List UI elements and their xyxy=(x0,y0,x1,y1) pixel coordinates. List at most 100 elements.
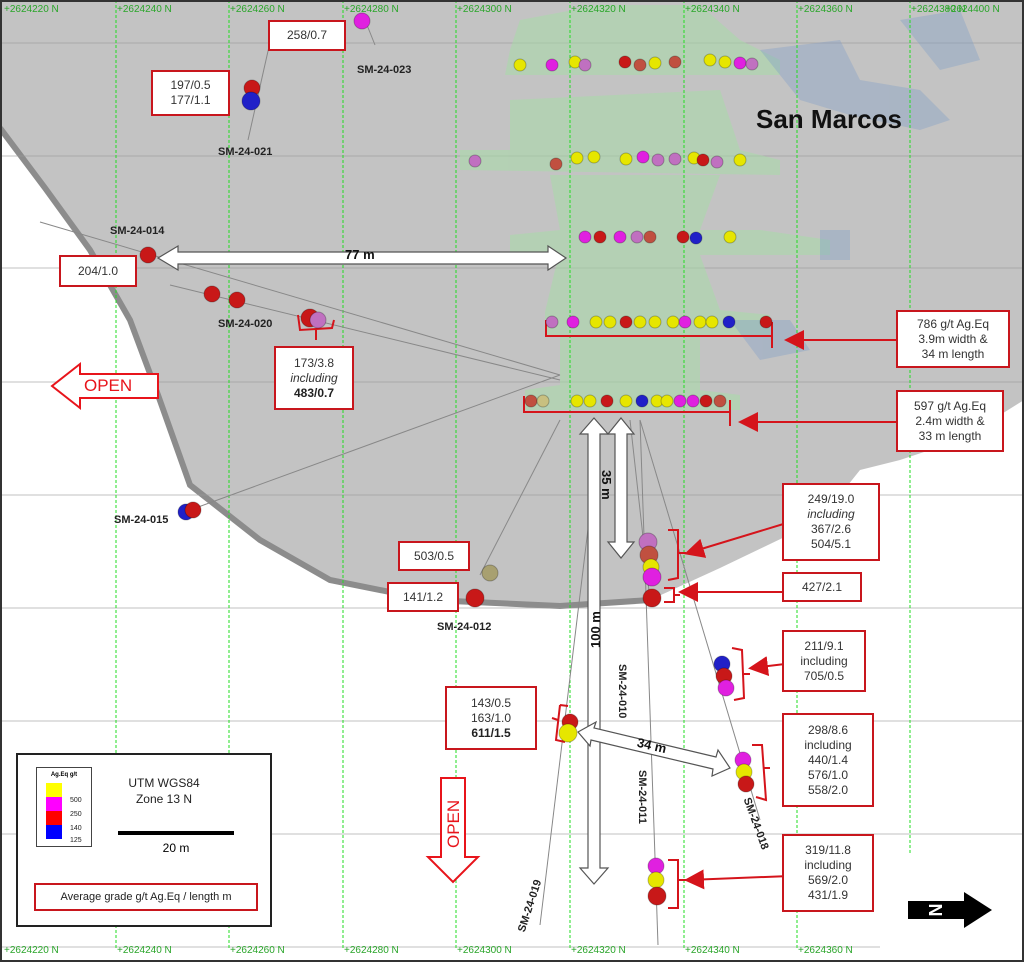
intercept-dot xyxy=(558,723,578,743)
projection-label: UTM WGS84 xyxy=(128,776,200,790)
callout-line: including xyxy=(804,737,852,752)
callout-sm-24-010-lower: 427/2.1 xyxy=(782,572,862,602)
callout-line: 576/1.0 xyxy=(807,767,849,782)
intercept-dot xyxy=(718,55,732,69)
swatch-yellow xyxy=(46,783,62,797)
grid-label-bottom: +2624220 N xyxy=(4,945,59,956)
scale-value: 140 xyxy=(70,825,82,832)
intercept-dot xyxy=(686,394,700,408)
open-left-arrow xyxy=(50,361,159,411)
callout-line: 298/8.6 xyxy=(807,722,849,737)
intercept-dot xyxy=(309,311,327,329)
intercept-dot xyxy=(619,315,633,329)
callout-line: 786 g/t Ag.Eq xyxy=(916,316,990,331)
intercept-dot xyxy=(613,230,627,244)
grid-label-top: +2624280 N xyxy=(344,4,399,15)
callout-line: 197/0.5 xyxy=(170,78,211,92)
intercept-dot xyxy=(660,394,674,408)
scale-value: 500 xyxy=(70,797,82,804)
callout-line: 33 m length xyxy=(918,428,982,443)
hole-label-sm-24-010: SM-24-010 xyxy=(616,664,628,719)
intercept-dot xyxy=(545,315,559,329)
intercept-dot xyxy=(481,564,499,582)
intercept-dot xyxy=(642,567,662,587)
intercept-dot xyxy=(618,55,632,69)
intercept-dot xyxy=(668,55,682,69)
scale-value: 250 xyxy=(70,811,82,818)
callout-line: including xyxy=(800,653,848,668)
intercept-dot xyxy=(589,315,603,329)
map-legend: Ag.Eq g/t 500 250 140 125 UTM WGS84 Zone… xyxy=(16,753,272,927)
callout-line: 440/1.4 xyxy=(807,752,849,767)
scale-bar xyxy=(118,831,234,835)
legend-note: Average grade g/t Ag.Eq / length m xyxy=(34,883,258,911)
intercept-dot xyxy=(513,58,527,72)
dimension-label-77m: 77 m xyxy=(345,247,375,262)
swatch-red xyxy=(46,811,62,825)
grid-label-bottom: +2624320 N xyxy=(571,945,626,956)
intercept-dot xyxy=(228,291,246,309)
grid-label-top: +2624360 N xyxy=(798,4,853,15)
intercept-dot xyxy=(633,315,647,329)
intercept-dot xyxy=(643,230,657,244)
intercept-dot xyxy=(619,152,633,166)
intercept-dot xyxy=(666,315,680,329)
callout-sm-24-014: 204/1.0 xyxy=(59,255,137,287)
intercept-dot xyxy=(241,91,261,111)
intercept-dot xyxy=(723,230,737,244)
intercept-dot xyxy=(549,157,563,171)
intercept-dot xyxy=(713,394,727,408)
grid-label-top: +2624260 N xyxy=(230,4,285,15)
intercept-dot xyxy=(566,315,580,329)
model-shell xyxy=(0,0,1024,606)
intercept-dot xyxy=(603,315,617,329)
intercept-dot xyxy=(524,394,538,408)
intercept-dot xyxy=(570,151,584,165)
intercept-dot xyxy=(465,588,485,608)
callout-line: 569/2.0 xyxy=(807,873,849,887)
intercept-dot xyxy=(636,150,650,164)
callout-line: 367/2.6 xyxy=(810,522,852,536)
intercept-dot xyxy=(468,154,482,168)
callout-sm-24-012-upper: 503/0.5 xyxy=(398,541,470,571)
intercept-dot xyxy=(619,394,633,408)
intercept-dot xyxy=(696,153,710,167)
callout-line: 597 g/t Ag.Eq xyxy=(913,398,987,413)
callout-line: 204/1.0 xyxy=(77,263,119,278)
grid-label-top: +2624380 N xyxy=(911,4,966,15)
callout-line: 2.4m width & xyxy=(915,413,985,428)
intercept-dot xyxy=(648,56,662,70)
intercept-dot xyxy=(578,230,592,244)
grid-label-top: +2624240 N xyxy=(117,4,172,15)
intercept-dot xyxy=(717,679,735,697)
callout-line: 258/0.7 xyxy=(286,28,328,42)
intercept-dot xyxy=(673,394,687,408)
intercept-dot xyxy=(689,231,703,245)
zone-label: Zone 13 N xyxy=(135,792,193,806)
dimension-label-35m: 35 m xyxy=(599,470,614,500)
callout-line: 503/0.5 xyxy=(413,548,455,563)
intercept-dot xyxy=(733,56,747,70)
grid-label-bottom: +2624280 N xyxy=(344,945,399,956)
intercept-dot xyxy=(648,315,662,329)
intercept-dot xyxy=(600,394,614,408)
callout-line: 141/1.2 xyxy=(402,589,444,604)
north-letter: N xyxy=(925,904,945,917)
grid-label-top: +2624400 N xyxy=(945,4,1000,15)
hole-label-sm-24-021: SM-24-021 xyxy=(218,146,273,158)
hole-label-sm-24-014: SM-24-014 xyxy=(110,225,165,237)
intercept-dot xyxy=(693,315,707,329)
callout-line: 173/3.8 xyxy=(293,355,335,370)
open-down-arrow xyxy=(425,777,481,884)
callout-line: 483/0.7 xyxy=(293,385,335,400)
intercept-dot xyxy=(353,12,371,30)
intercept-dot xyxy=(759,315,773,329)
intercept-dot xyxy=(633,58,647,72)
dimension-arrow-100m xyxy=(578,417,610,885)
callout-line: 431/1.9 xyxy=(807,888,849,902)
